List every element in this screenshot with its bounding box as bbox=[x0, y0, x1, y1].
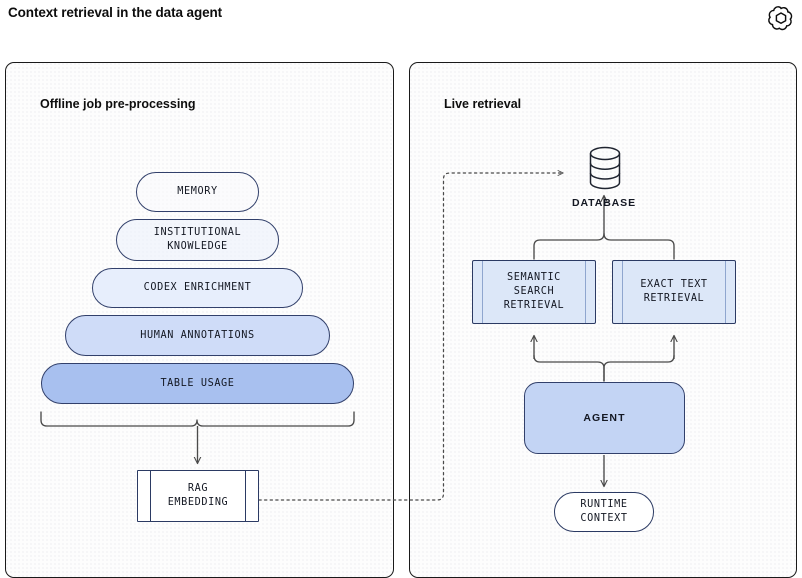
node-table-usage[interactable]: TABLE USAGE bbox=[41, 363, 354, 404]
database-cylinder-icon bbox=[583, 143, 627, 193]
node-institutional-knowledge[interactable]: INSTITUTIONAL KNOWLEDGE bbox=[116, 219, 279, 261]
node-codex-enrichment[interactable]: CODEX ENRICHMENT bbox=[92, 268, 303, 308]
node-exact-text-retrieval[interactable]: EXACT TEXT RETRIEVAL bbox=[612, 260, 736, 324]
node-semantic-search-retrieval[interactable]: SEMANTIC SEARCH RETRIEVAL bbox=[472, 260, 596, 324]
node-agent[interactable]: AGENT bbox=[524, 382, 685, 454]
database-label: DATABASE bbox=[572, 197, 636, 209]
panel-title-live: Live retrieval bbox=[444, 97, 522, 111]
node-human-annotations[interactable]: HUMAN ANNOTATIONS bbox=[65, 315, 330, 356]
panel-title-offline: Offline job pre-processing bbox=[40, 97, 196, 111]
node-rag-embedding[interactable]: RAG EMBEDDING bbox=[137, 470, 259, 522]
node-memory[interactable]: MEMORY bbox=[136, 172, 259, 212]
openai-logo-icon bbox=[767, 4, 795, 32]
node-runtime-context[interactable]: RUNTIME CONTEXT bbox=[554, 492, 654, 532]
page-title: Context retrieval in the data agent bbox=[8, 5, 223, 20]
